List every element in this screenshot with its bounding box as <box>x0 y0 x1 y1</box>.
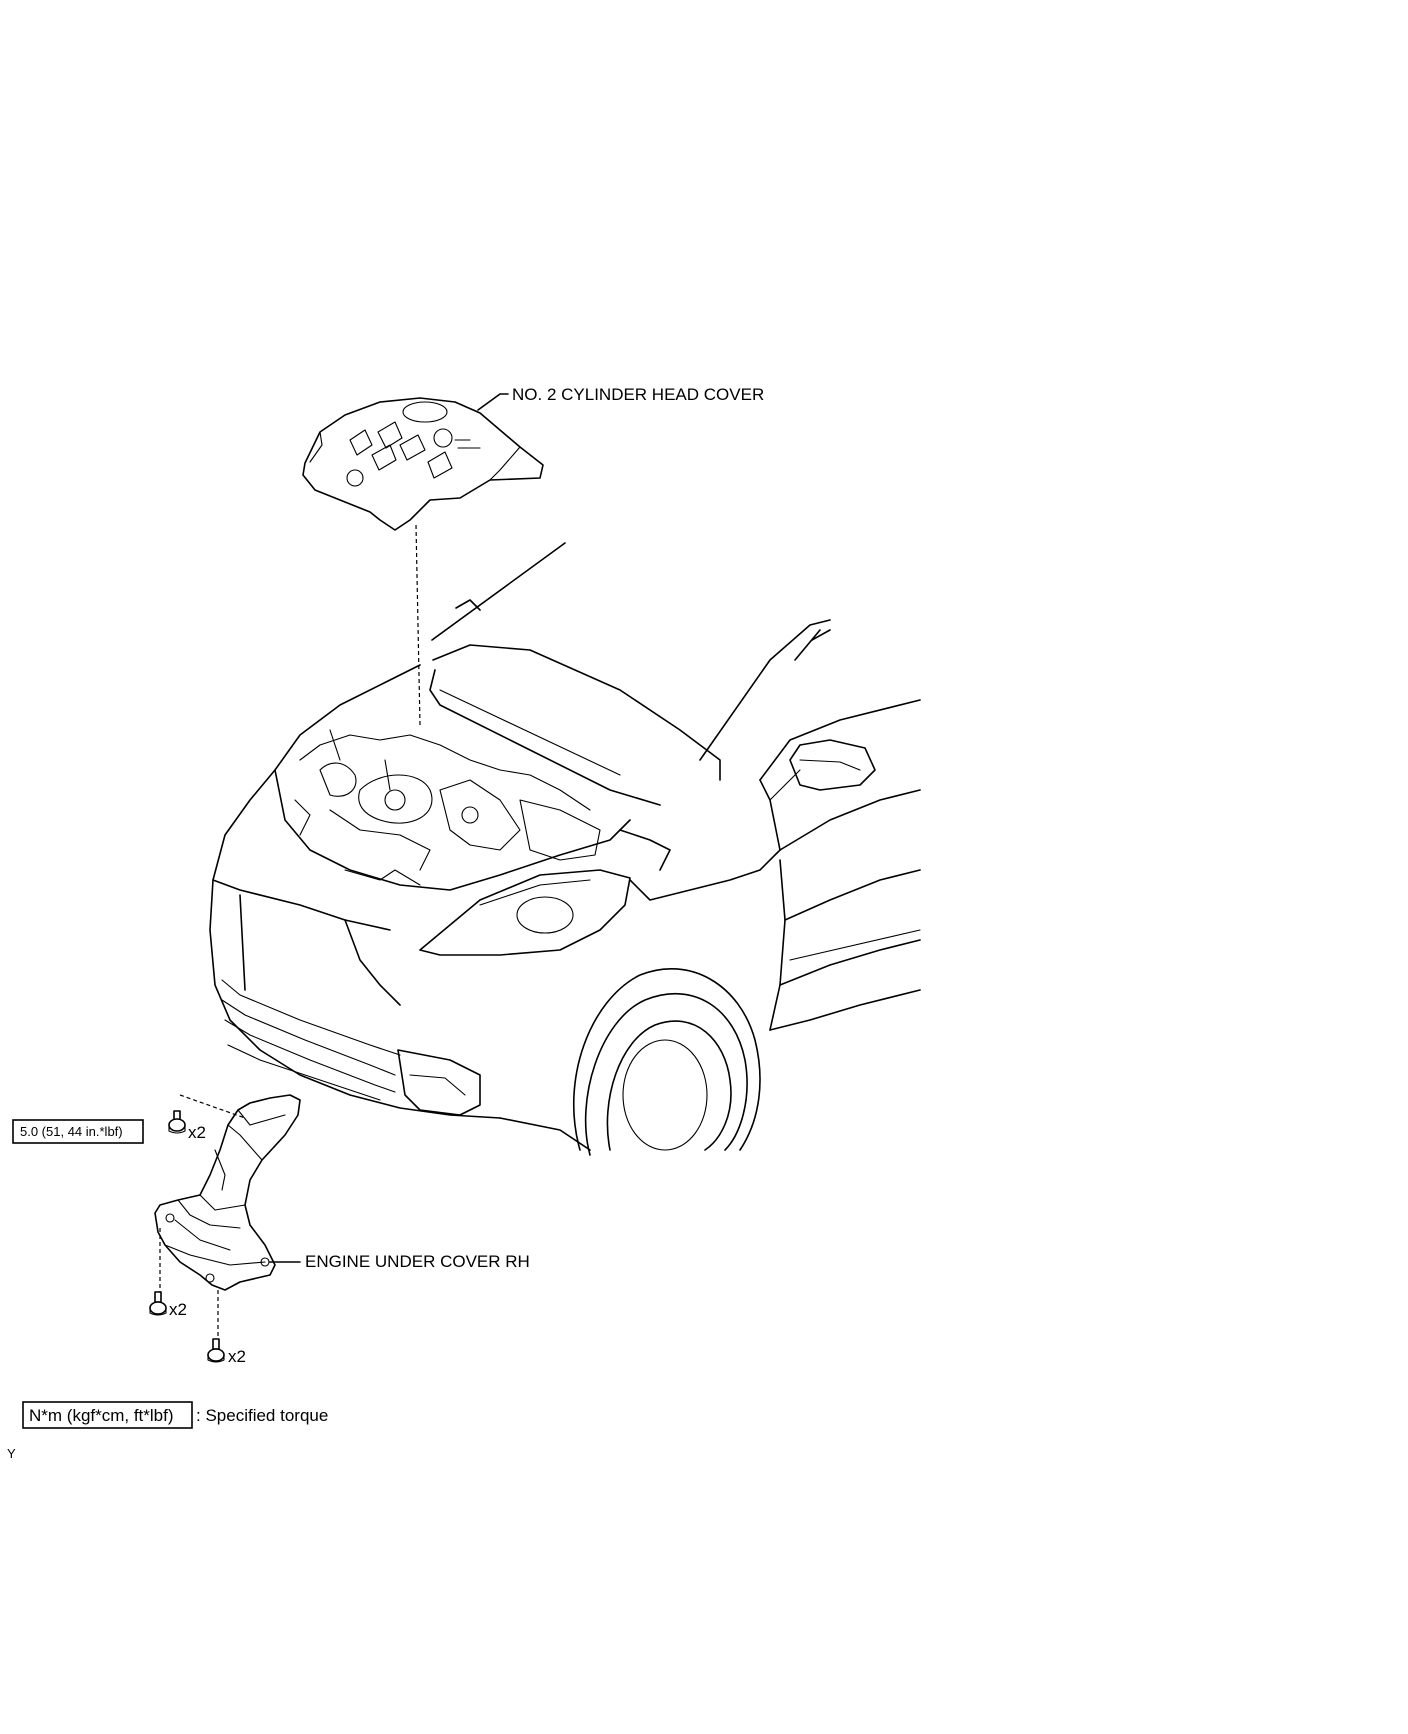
engine-under-cover-label: ENGINE UNDER COVER RH <box>305 1252 530 1271</box>
top-bolt-quantity: x2 <box>188 1123 206 1142</box>
torque-value-box <box>12 1119 144 1144</box>
legend-description: : Specified torque <box>196 1406 328 1425</box>
legend-torque-box <box>22 1401 193 1429</box>
bolt-icon <box>168 1110 186 1134</box>
head-cover-alignment-dash <box>415 524 421 726</box>
head-cover-leader-line <box>477 393 509 411</box>
cylinder-head-cover-label: NO. 2 CYLINDER HEAD COVER <box>512 385 764 404</box>
bolt-icon <box>207 1338 225 1363</box>
torque-value-label: 5.0 (51, 44 in.*lbf) <box>20 1124 123 1139</box>
bottom-bolt-quantity: x2 <box>228 1347 246 1366</box>
vehicle-front-body <box>209 542 921 1156</box>
engine-under-cover-part <box>154 1094 301 1291</box>
left-bolt-quantity: x2 <box>169 1300 187 1319</box>
legend-torque-unit: N*m (kgf*cm, ft*lbf) <box>29 1406 174 1425</box>
top-bolt-alignment-dash <box>179 1094 246 1119</box>
bolt-icon <box>149 1291 167 1316</box>
figure-code: Y <box>7 1446 16 1461</box>
cylinder-head-cover-part <box>302 397 544 531</box>
